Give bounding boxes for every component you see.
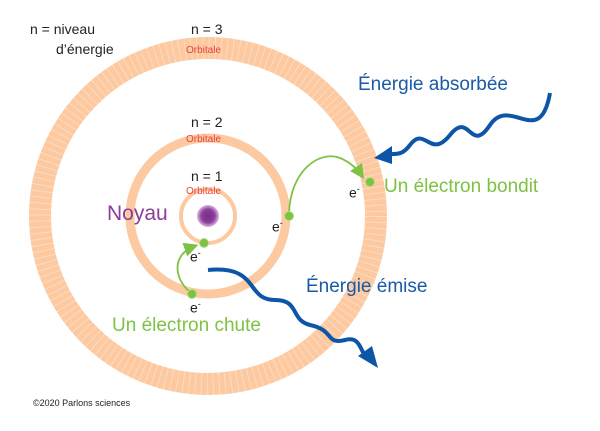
orbital-n3-label: Orbitale (186, 45, 222, 56)
level-n2-label: n = 2 (191, 114, 223, 130)
energy-emitted-label: Énergie émise (306, 276, 428, 297)
electron-label: e- (190, 248, 201, 265)
nucleus (197, 205, 219, 227)
orbital-n1-label: Orbitale (186, 186, 222, 197)
electron-label: e- (349, 184, 360, 201)
energy-absorbed-label: Énergie absorbée (358, 74, 508, 95)
electron (187, 289, 197, 299)
orbit-n3 (29, 37, 387, 395)
electron-label: e- (190, 299, 201, 316)
electron-falls-label: Un électron chute (112, 315, 261, 336)
nucleus-label: Noyau (107, 202, 168, 225)
emitted-arrowhead (358, 346, 378, 368)
electron (199, 238, 209, 248)
electron (284, 211, 294, 221)
fall-arrow (176, 242, 199, 293)
legend-line2: d’énergie (56, 41, 114, 57)
electron-jumps-label: Un électron bondit (384, 176, 539, 197)
legend-line1: n = niveau (30, 21, 95, 37)
absorbed-energy-wave (384, 92, 552, 157)
electron (365, 177, 375, 187)
emitted-energy-wave (207, 267, 367, 357)
absorbed-arrowhead (374, 146, 392, 164)
jump-arrow (288, 155, 364, 215)
electron-label: e- (272, 218, 283, 235)
copyright: ©2020 Parlons sciences (33, 398, 131, 408)
level-n1-label: n = 1 (191, 168, 223, 184)
orbital-n2-label: Orbitale (186, 134, 222, 145)
level-n3-label: n = 3 (191, 21, 223, 37)
